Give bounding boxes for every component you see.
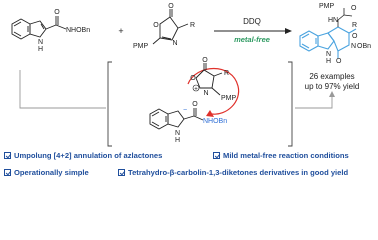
condition-label: metal-free xyxy=(234,35,270,44)
reaction-scheme: O NHOBn N H + O O N R PMP DDQ metal-free xyxy=(11,3,371,147)
feature-operationally-simple: Operationally simple xyxy=(4,166,89,180)
intermediate-pmp-label: PMP xyxy=(221,95,237,102)
checkbox-icon xyxy=(4,152,11,159)
reactant1-amide-label: NHOBn xyxy=(66,27,90,34)
feature-umpolung: Umpolung [4+2] annulation of azlactones xyxy=(4,149,162,163)
intermediate-o-top: O xyxy=(202,57,208,64)
checkbox-icon xyxy=(4,169,11,176)
feature-tetrahydro-carbolin: Tetrahydro-β-carbolin-1,3-diketones deri… xyxy=(118,166,348,180)
intermediate-o-ring: O xyxy=(190,75,196,82)
max-yield: up to 97% yield xyxy=(305,82,360,91)
plus-sign: + xyxy=(118,26,123,36)
reactant-indole-amide xyxy=(11,16,67,40)
intermediate-plus-text: + xyxy=(194,87,198,93)
intermediate-hn-label: N xyxy=(175,130,180,137)
reactant2-ring-n: N xyxy=(172,40,177,47)
intermediate-r-label: R xyxy=(224,70,229,77)
product-nh-label: N xyxy=(326,51,331,58)
examples-count: 26 examples xyxy=(309,72,354,81)
intermediate-n-label: N xyxy=(203,90,208,97)
reactant2-pmp-label: PMP xyxy=(133,43,149,50)
intermediate-indole-amide xyxy=(149,108,204,130)
intermediate-brackets xyxy=(107,61,293,147)
intermediate-oxazolone xyxy=(195,63,223,96)
product-o2: O xyxy=(336,58,342,65)
product-pmp-label: PMP xyxy=(319,3,335,10)
reactant2-substituent: R xyxy=(190,22,195,29)
product-amide-o: O xyxy=(351,5,357,12)
feature-mild-conditions: Mild metal-free reaction conditions xyxy=(213,149,349,163)
intermediate-plus-charge xyxy=(192,84,200,92)
product-n-label: N xyxy=(351,43,356,50)
reactant2-ring-o: O xyxy=(153,22,159,29)
intermediate-carbonyl-o: O xyxy=(192,101,198,108)
reagent-label: DDQ xyxy=(243,17,261,26)
checkbox-icon xyxy=(213,152,220,159)
product-r-label: R xyxy=(352,22,357,29)
intermediate-minus: − xyxy=(183,107,187,114)
intermediate-red-arc xyxy=(187,67,240,117)
reactant2-carbonyl-o: O xyxy=(168,3,174,10)
product-side-chain xyxy=(337,8,353,27)
reactant1-carbonyl-o: O xyxy=(54,9,60,16)
product-nh-h: H xyxy=(326,58,331,65)
intermediate-hn-h: H xyxy=(175,137,180,144)
product-obn-label: OBn xyxy=(357,43,371,50)
reactant-azlactone xyxy=(152,9,189,45)
checkbox-icon xyxy=(118,169,125,176)
connector-lines xyxy=(19,70,335,109)
product-hn-label: HN xyxy=(328,17,338,24)
intermediate-nhobn: NHOBn xyxy=(203,118,227,125)
reaction-arrow xyxy=(214,28,292,34)
reactant1-nh-label: N xyxy=(38,39,43,46)
reactant1-nh-h: H xyxy=(38,46,43,53)
product-o1: O xyxy=(352,33,358,40)
